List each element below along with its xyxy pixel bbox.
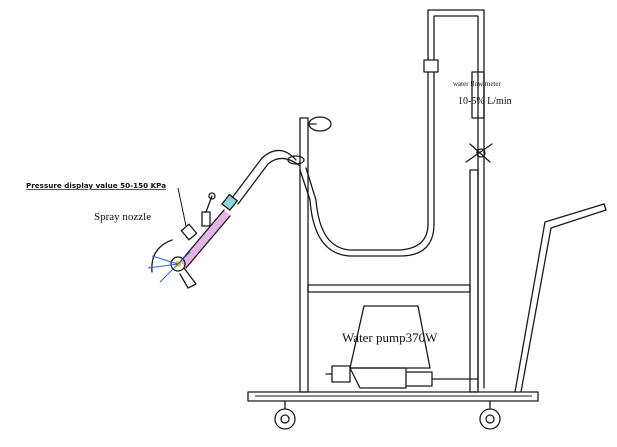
wheel-right [479,400,501,430]
frame-top-bracket [287,116,332,165]
trolley-handle [514,203,607,393]
spray-nozzle-label: Spray nozzle [94,211,151,223]
pressure-gauge [180,192,216,241]
frame-posts [299,117,479,393]
wheel-left [274,400,296,430]
water-pump [325,305,479,389]
hose-fitting [221,193,238,211]
cart-base [247,391,539,402]
u-bend-pipe [299,167,435,257]
pump-label: Water pump370W [342,330,438,345]
flow-rate-label: 10-5% L/min [458,96,512,107]
leader-lines [177,187,187,227]
flow-meter-body [471,71,485,119]
flow-meter-label: water flow meter [453,80,501,88]
flow-valve [465,143,493,163]
riser-pipe [423,9,485,389]
hose [231,149,301,205]
pressure-display-label: Pressure display value 50-150 KPa [26,181,166,190]
spray-lance [179,209,231,269]
nozzle-head [147,239,197,289]
